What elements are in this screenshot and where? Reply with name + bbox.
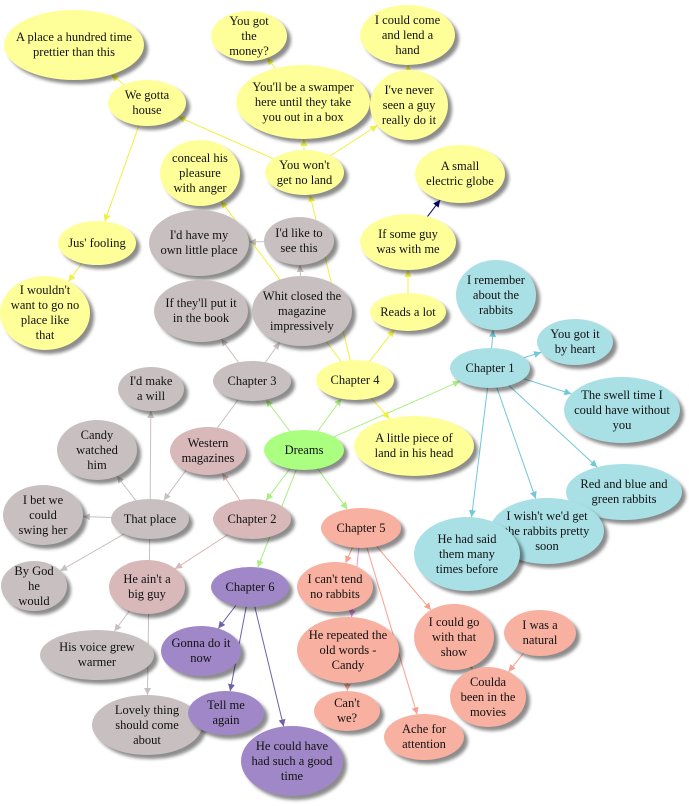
node-that-place[interactable]: That place <box>111 499 189 539</box>
node-ache-for-attention[interactable]: Ache for attention <box>384 714 464 760</box>
edge-ch5-to-ache <box>360 527 419 715</box>
node-western-magazines[interactable]: Western magazines <box>170 427 246 475</box>
node-dreams-root[interactable]: Dreams <box>264 430 344 470</box>
node-chapter-2[interactable]: Chapter 2 <box>213 499 291 539</box>
node-wont-get-no-land[interactable]: You won't get no land <box>265 150 344 195</box>
node-coulda-been-in-movies[interactable]: Coulda been in the movies <box>450 667 526 727</box>
node-conceal-pleasure[interactable]: conceal his pleasure with anger <box>160 140 240 206</box>
node-i-was-a-natural[interactable]: I was a natural <box>504 610 576 656</box>
node-we-gotta-house[interactable]: We gotta house <box>108 80 186 126</box>
node-chapter-1[interactable]: Chapter 1 <box>450 348 530 388</box>
node-chapter-3[interactable]: Chapter 3 <box>213 361 291 401</box>
edge-ch1-to-hadsaid <box>468 367 491 518</box>
node-voice-grew-warmer[interactable]: His voice grew warmer <box>40 630 154 680</box>
node-got-it-by-heart[interactable]: You got it by heart <box>537 319 613 365</box>
node-aint-a-big-guy[interactable]: He ain't a big guy <box>109 560 185 614</box>
node-chapter-5[interactable]: Chapter 5 <box>321 508 401 548</box>
node-swamper[interactable]: You'll be a swamper here until they take… <box>236 65 370 139</box>
node-lend-a-hand[interactable]: I could come and lend a hand <box>360 5 455 65</box>
node-never-seen-a-guy[interactable]: I've never seen a guy really do it <box>370 70 448 140</box>
node-by-god-he-would[interactable]: By God he would <box>1 561 67 611</box>
node-tell-me-again[interactable]: Tell me again <box>188 691 264 735</box>
node-whit-closed-magazine[interactable]: Whit closed the magazine impressively <box>252 276 352 346</box>
node-hundred-times-prettier[interactable]: A place a hundred time prettier than thi… <box>4 10 144 80</box>
node-small-electric-globe[interactable]: A small electric globe <box>415 145 505 203</box>
node-make-a-will[interactable]: I'd make a will <box>118 367 184 411</box>
node-wouldnt-want-to-go[interactable]: I wouldn't want to go no place like that <box>0 276 90 350</box>
node-little-piece-of-land[interactable]: A little piece of land in his head <box>354 416 474 476</box>
edge-ch1-to-wisht <box>489 367 537 499</box>
node-reads-a-lot[interactable]: Reads a lot <box>370 293 446 331</box>
node-remember-the-rabbits[interactable]: I remember about the rabbits <box>456 260 536 330</box>
node-candy-watched-him[interactable]: Candy watched him <box>57 420 137 480</box>
node-red-blue-green-rabbits[interactable]: Red and blue and green rabbits <box>566 464 682 520</box>
node-lovely-thing[interactable]: Lovely thing should come about <box>92 695 202 755</box>
node-repeated-old-words[interactable]: He repeated the old words - Candy <box>297 617 399 683</box>
node-got-the-money[interactable]: You got the money? <box>211 11 287 61</box>
node-cant-tend-rabbits[interactable]: I can't tend no rabbits <box>297 562 373 612</box>
node-like-to-see-this[interactable]: I'd like to see this <box>264 217 334 265</box>
node-chapter-6[interactable]: Chapter 6 <box>211 567 289 607</box>
node-could-have-had-good-time[interactable]: He could have had such a good time <box>241 726 343 796</box>
node-if-some-guy[interactable]: If some guy was with me <box>360 214 456 270</box>
node-chapter-4[interactable]: Chapter 4 <box>316 360 394 400</box>
node-swell-time[interactable]: The swell time I could have without you <box>564 377 680 443</box>
node-own-little-place[interactable]: I'd have my own little place <box>149 210 249 276</box>
node-swing-her[interactable]: I bet we could swing her <box>3 485 83 545</box>
node-cant-we[interactable]: Can't we? <box>314 691 380 731</box>
node-jus-fooling[interactable]: Jus' fooling <box>58 221 136 265</box>
node-said-them-many-times[interactable]: He had said them many times before <box>414 517 520 591</box>
node-gonna-do-it-now[interactable]: Gonna do it now <box>161 626 241 676</box>
node-put-it-in-the-book[interactable]: If they'll put it in the book <box>154 280 248 342</box>
edge-ch6-to-couldhave <box>249 586 286 727</box>
node-go-with-that-show[interactable]: I could go with that show <box>414 604 494 670</box>
